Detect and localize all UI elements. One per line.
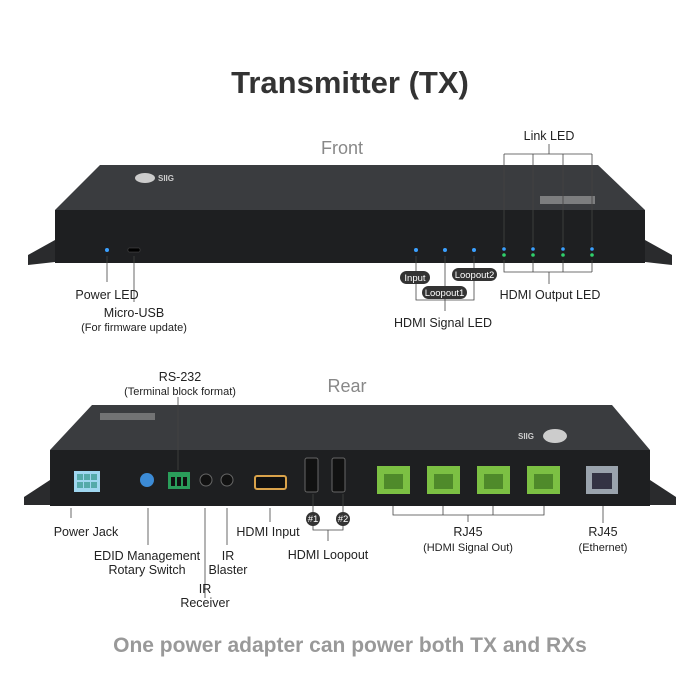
rear-callout-lines [70, 397, 604, 598]
loopout1-led [443, 248, 447, 252]
svg-text:SIIG: SIIG [158, 174, 174, 183]
hdmi-signal-led-label: HDMI Signal LED [394, 316, 492, 330]
rj45-eth-label-2: (Ethernet) [579, 542, 628, 554]
rj45-out-label-2: (HDMI Signal Out) [423, 542, 513, 554]
svg-text:SIIG: SIIG [518, 432, 534, 441]
ir-receiver-label-1: IR [199, 582, 212, 596]
power-jack[interactable] [74, 471, 100, 492]
input-led [414, 248, 418, 252]
ir-blaster-label-1: IR [222, 549, 235, 563]
rear-heading: Rear [327, 376, 366, 396]
rs232-label: RS-232 [159, 370, 201, 384]
rear-device: SIIG [24, 405, 676, 506]
rs232-note: (Terminal block format) [124, 386, 236, 398]
micro-usb-label: Micro-USB [104, 306, 164, 320]
loopout2-led [472, 248, 476, 252]
hdmi-input-label: HDMI Input [236, 525, 300, 539]
front-heading: Front [321, 138, 363, 158]
link-led-label: Link LED [524, 129, 575, 143]
hdmi-loopout-label: HDMI Loopout [288, 548, 369, 562]
rotary-switch[interactable] [140, 473, 154, 487]
micro-usb-port[interactable] [127, 247, 141, 253]
brand-logo [543, 429, 567, 443]
edid-label-1: EDID Management [94, 549, 201, 563]
edid-label-2: Rotary Switch [108, 563, 185, 577]
footer-note: One power adapter can power both TX and … [113, 634, 587, 657]
hdmi-loopout-2-port[interactable] [331, 457, 346, 493]
ir-blaster-label-2: Blaster [209, 563, 248, 577]
micro-usb-note: (For firmware update) [81, 322, 187, 334]
rs232-terminal-block[interactable] [168, 472, 190, 489]
rj45-eth-label-1: RJ45 [588, 525, 617, 539]
ir-blaster-jack[interactable] [220, 473, 234, 487]
loopout-2-badge: #2 [338, 514, 349, 525]
output-leds [502, 247, 594, 257]
hdmi-input-port[interactable] [254, 475, 287, 490]
loopout2-pill: Loopout2 [455, 270, 495, 281]
hdmi-loopout-1-port[interactable] [304, 457, 319, 493]
rj45-hdmi-out-ports[interactable] [377, 466, 560, 494]
brand-logo [135, 173, 155, 183]
loopout1-pill: Loopout1 [425, 288, 465, 299]
power-led [105, 248, 109, 252]
front-device: SIIG [28, 165, 672, 265]
power-jack-label: Power Jack [54, 525, 119, 539]
rj45-out-label-1: RJ45 [453, 525, 482, 539]
input-pill: Input [404, 273, 425, 284]
page-title: Transmitter (TX) [231, 65, 469, 100]
hdmi-output-led-label: HDMI Output LED [500, 288, 601, 302]
power-led-label: Power LED [75, 288, 138, 302]
rj45-ethernet-port[interactable] [586, 466, 618, 494]
ir-receiver-jack[interactable] [199, 473, 213, 487]
ir-receiver-label-2: Receiver [180, 596, 229, 610]
loopout-1-badge: #1 [308, 514, 319, 525]
